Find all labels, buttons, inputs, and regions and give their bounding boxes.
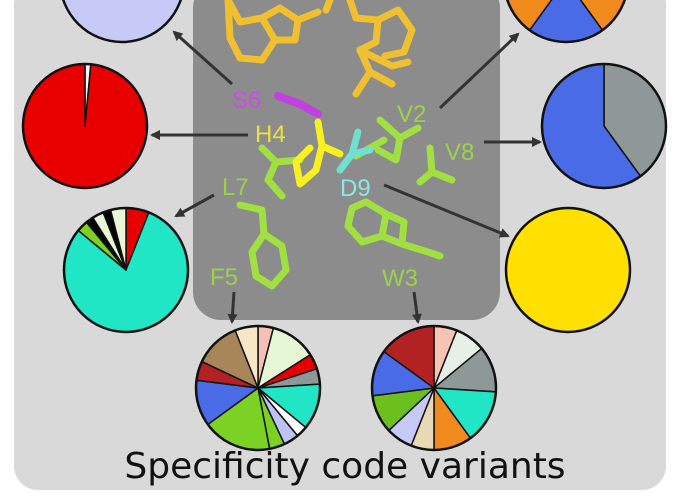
arrows xyxy=(150,30,542,324)
label-v8: V8 xyxy=(445,139,474,166)
pie-v8 xyxy=(540,62,668,190)
yellow-sticks xyxy=(292,118,344,188)
residue-labels: S6 H4 L7 F5 V2 V8 D9 W3 xyxy=(210,87,474,292)
pie-h4 xyxy=(21,62,149,190)
pie-l7-outline xyxy=(62,206,190,334)
pie-top-right xyxy=(505,0,627,44)
label-h4: H4 xyxy=(255,121,286,148)
magenta-sticks xyxy=(274,92,322,118)
pie-l7 xyxy=(62,206,190,334)
arrow-v2 xyxy=(438,32,520,110)
arrow-s6 xyxy=(172,30,234,86)
pie-h4-outline xyxy=(21,62,149,190)
pie-f5 xyxy=(194,324,322,452)
label-s6: S6 xyxy=(232,87,261,114)
pie-w3 xyxy=(370,324,498,452)
molecule-sticks xyxy=(224,0,456,290)
pie-charts xyxy=(21,0,668,452)
pie-d9 xyxy=(504,206,632,334)
label-v2: V2 xyxy=(397,101,426,128)
cyan-sticks xyxy=(336,128,374,174)
arrow-d9 xyxy=(383,183,510,238)
pie-top-left xyxy=(61,0,183,44)
label-d9: D9 xyxy=(340,175,371,202)
pie-v8-outline xyxy=(540,62,668,190)
pie-f5-outline xyxy=(194,324,322,452)
caption: Specificity code variants xyxy=(124,446,565,487)
arrow-w3 xyxy=(411,291,422,324)
pie-top-left-outline xyxy=(61,0,183,44)
gold-sticks xyxy=(224,0,416,98)
label-l7: L7 xyxy=(222,174,249,201)
label-f5: F5 xyxy=(210,264,238,291)
pie-d9-outline xyxy=(504,206,632,334)
arrow-l7 xyxy=(174,193,215,218)
label-w3: W3 xyxy=(382,265,418,292)
arrow-f5 xyxy=(227,291,238,324)
pie-w3-outline xyxy=(370,324,498,452)
pie-top-right-outline xyxy=(505,0,627,44)
